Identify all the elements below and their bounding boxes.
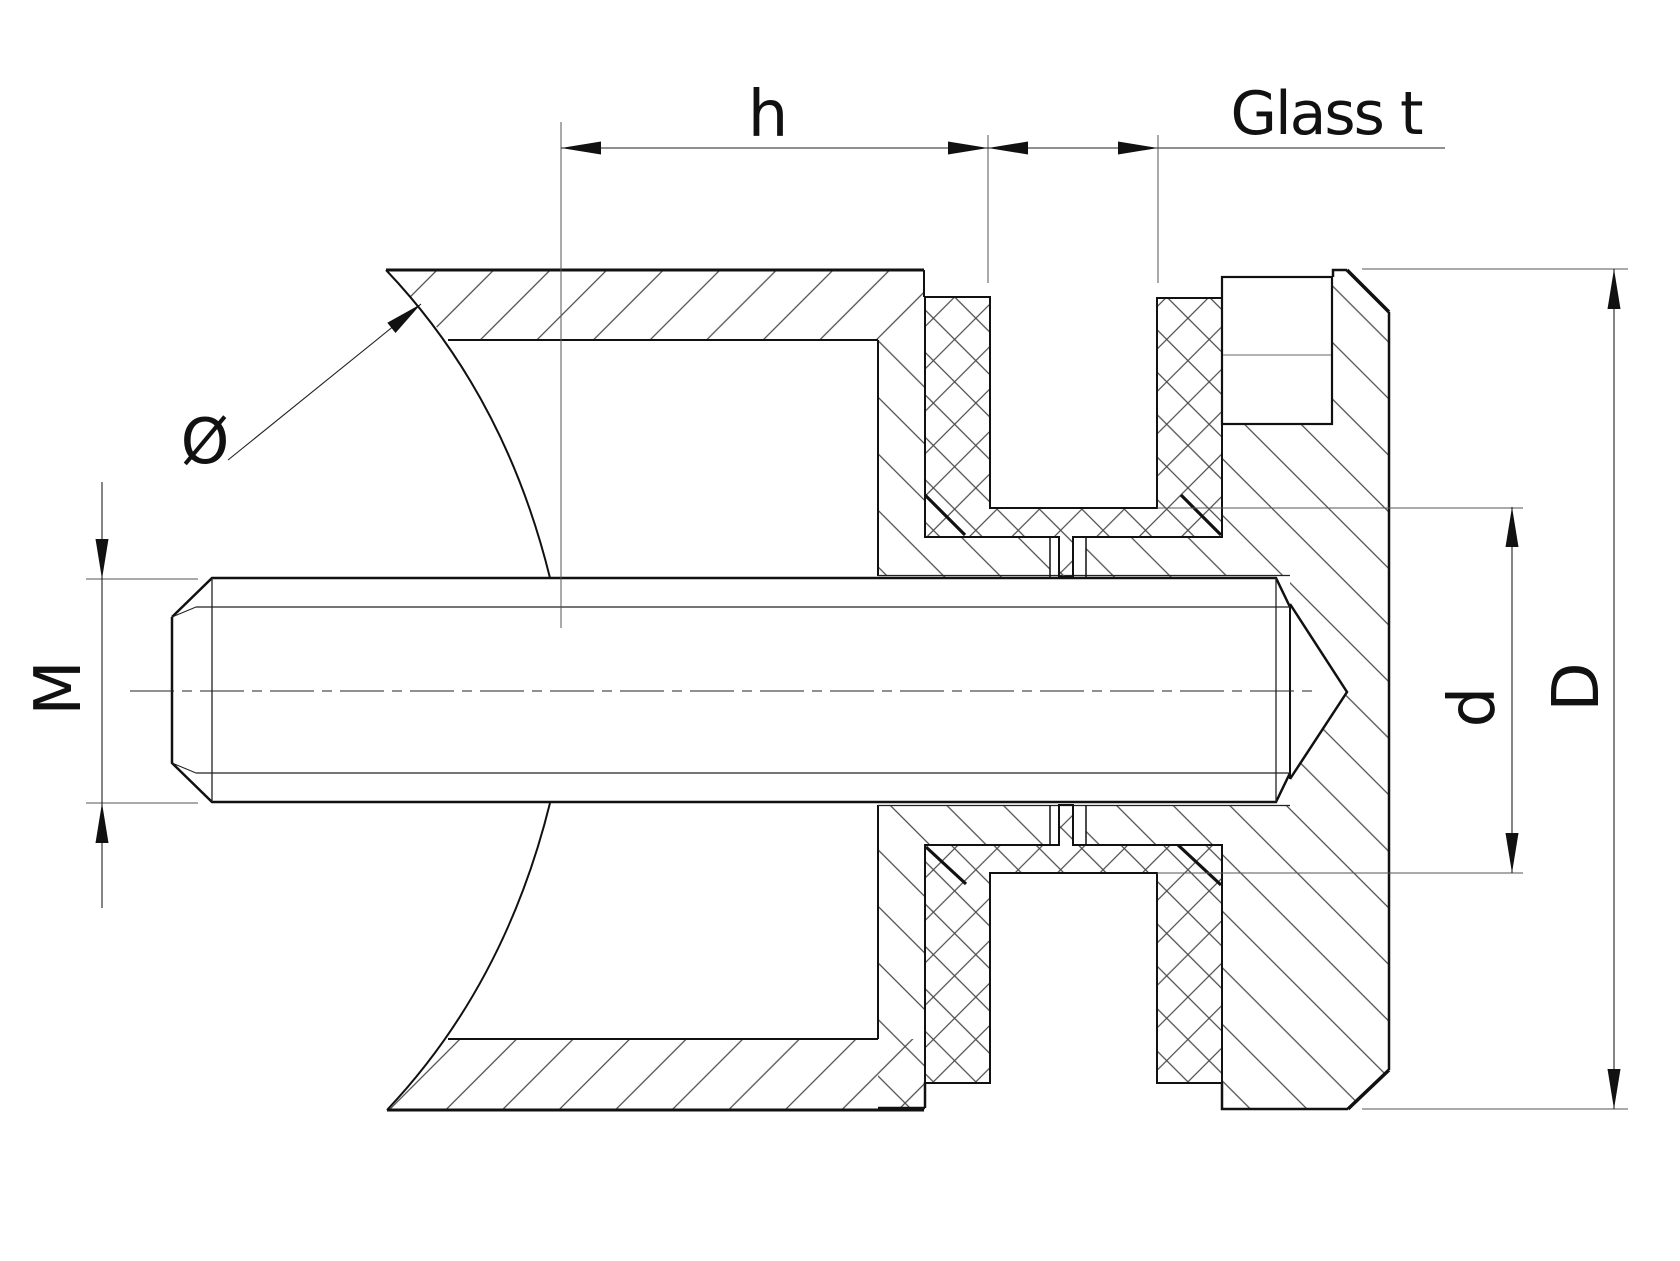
thread-size-label: M [22, 660, 96, 715]
clamp-recess [1220, 275, 1334, 426]
arrowhead-down [1505, 833, 1519, 873]
threaded-stud [170, 576, 1349, 804]
inner-diameter-label: d [1436, 687, 1510, 728]
post-wall-bottom [387, 1039, 925, 1110]
gasket-slit-lines [1049, 805, 1087, 845]
gasket-top [923, 296, 1223, 578]
arrowhead-down [95, 539, 109, 579]
diameter-leader: Ø [181, 303, 422, 478]
gasket-bottom [924, 804, 1223, 1084]
dimension-d-large: D [1362, 268, 1628, 1110]
post-wall-top [386, 270, 925, 340]
gasket-chamfer [1179, 493, 1223, 537]
dimension-glass-t: Glass t [988, 79, 1425, 283]
body-chamfer-bottom [1346, 1068, 1391, 1111]
gasket-chamfer [924, 845, 968, 886]
post-section [385, 268, 925, 1112]
gasket-chamfer [923, 493, 967, 537]
thread-minor-lines [196, 606, 1290, 774]
dimension-m: M [22, 482, 198, 908]
arrowhead-right [948, 141, 988, 155]
glass-thickness-label: Glass t [1230, 79, 1423, 149]
arrowhead-down [1607, 1069, 1621, 1109]
h-label: h [748, 78, 789, 152]
arrowhead-up [1607, 269, 1621, 309]
arrowhead-up [1505, 507, 1519, 547]
arrowhead-up [95, 803, 109, 843]
arrowhead-left [561, 141, 601, 155]
gasket-slit-lines [1049, 537, 1087, 577]
post-break-arc-bottom [386, 802, 551, 1111]
outer-diameter-label: D [1540, 662, 1614, 711]
arrowhead-right [1118, 141, 1158, 155]
post-break-arc-top [385, 269, 551, 579]
body-chamfer-top [1345, 268, 1391, 314]
gasket-chamfer [1176, 843, 1223, 887]
leader-arrowhead [387, 304, 421, 333]
diameter-symbol: Ø [181, 405, 230, 478]
stud-cone-point [1288, 603, 1349, 780]
arrowhead-left [988, 141, 1028, 155]
dimension-d-small: d [1157, 507, 1523, 874]
